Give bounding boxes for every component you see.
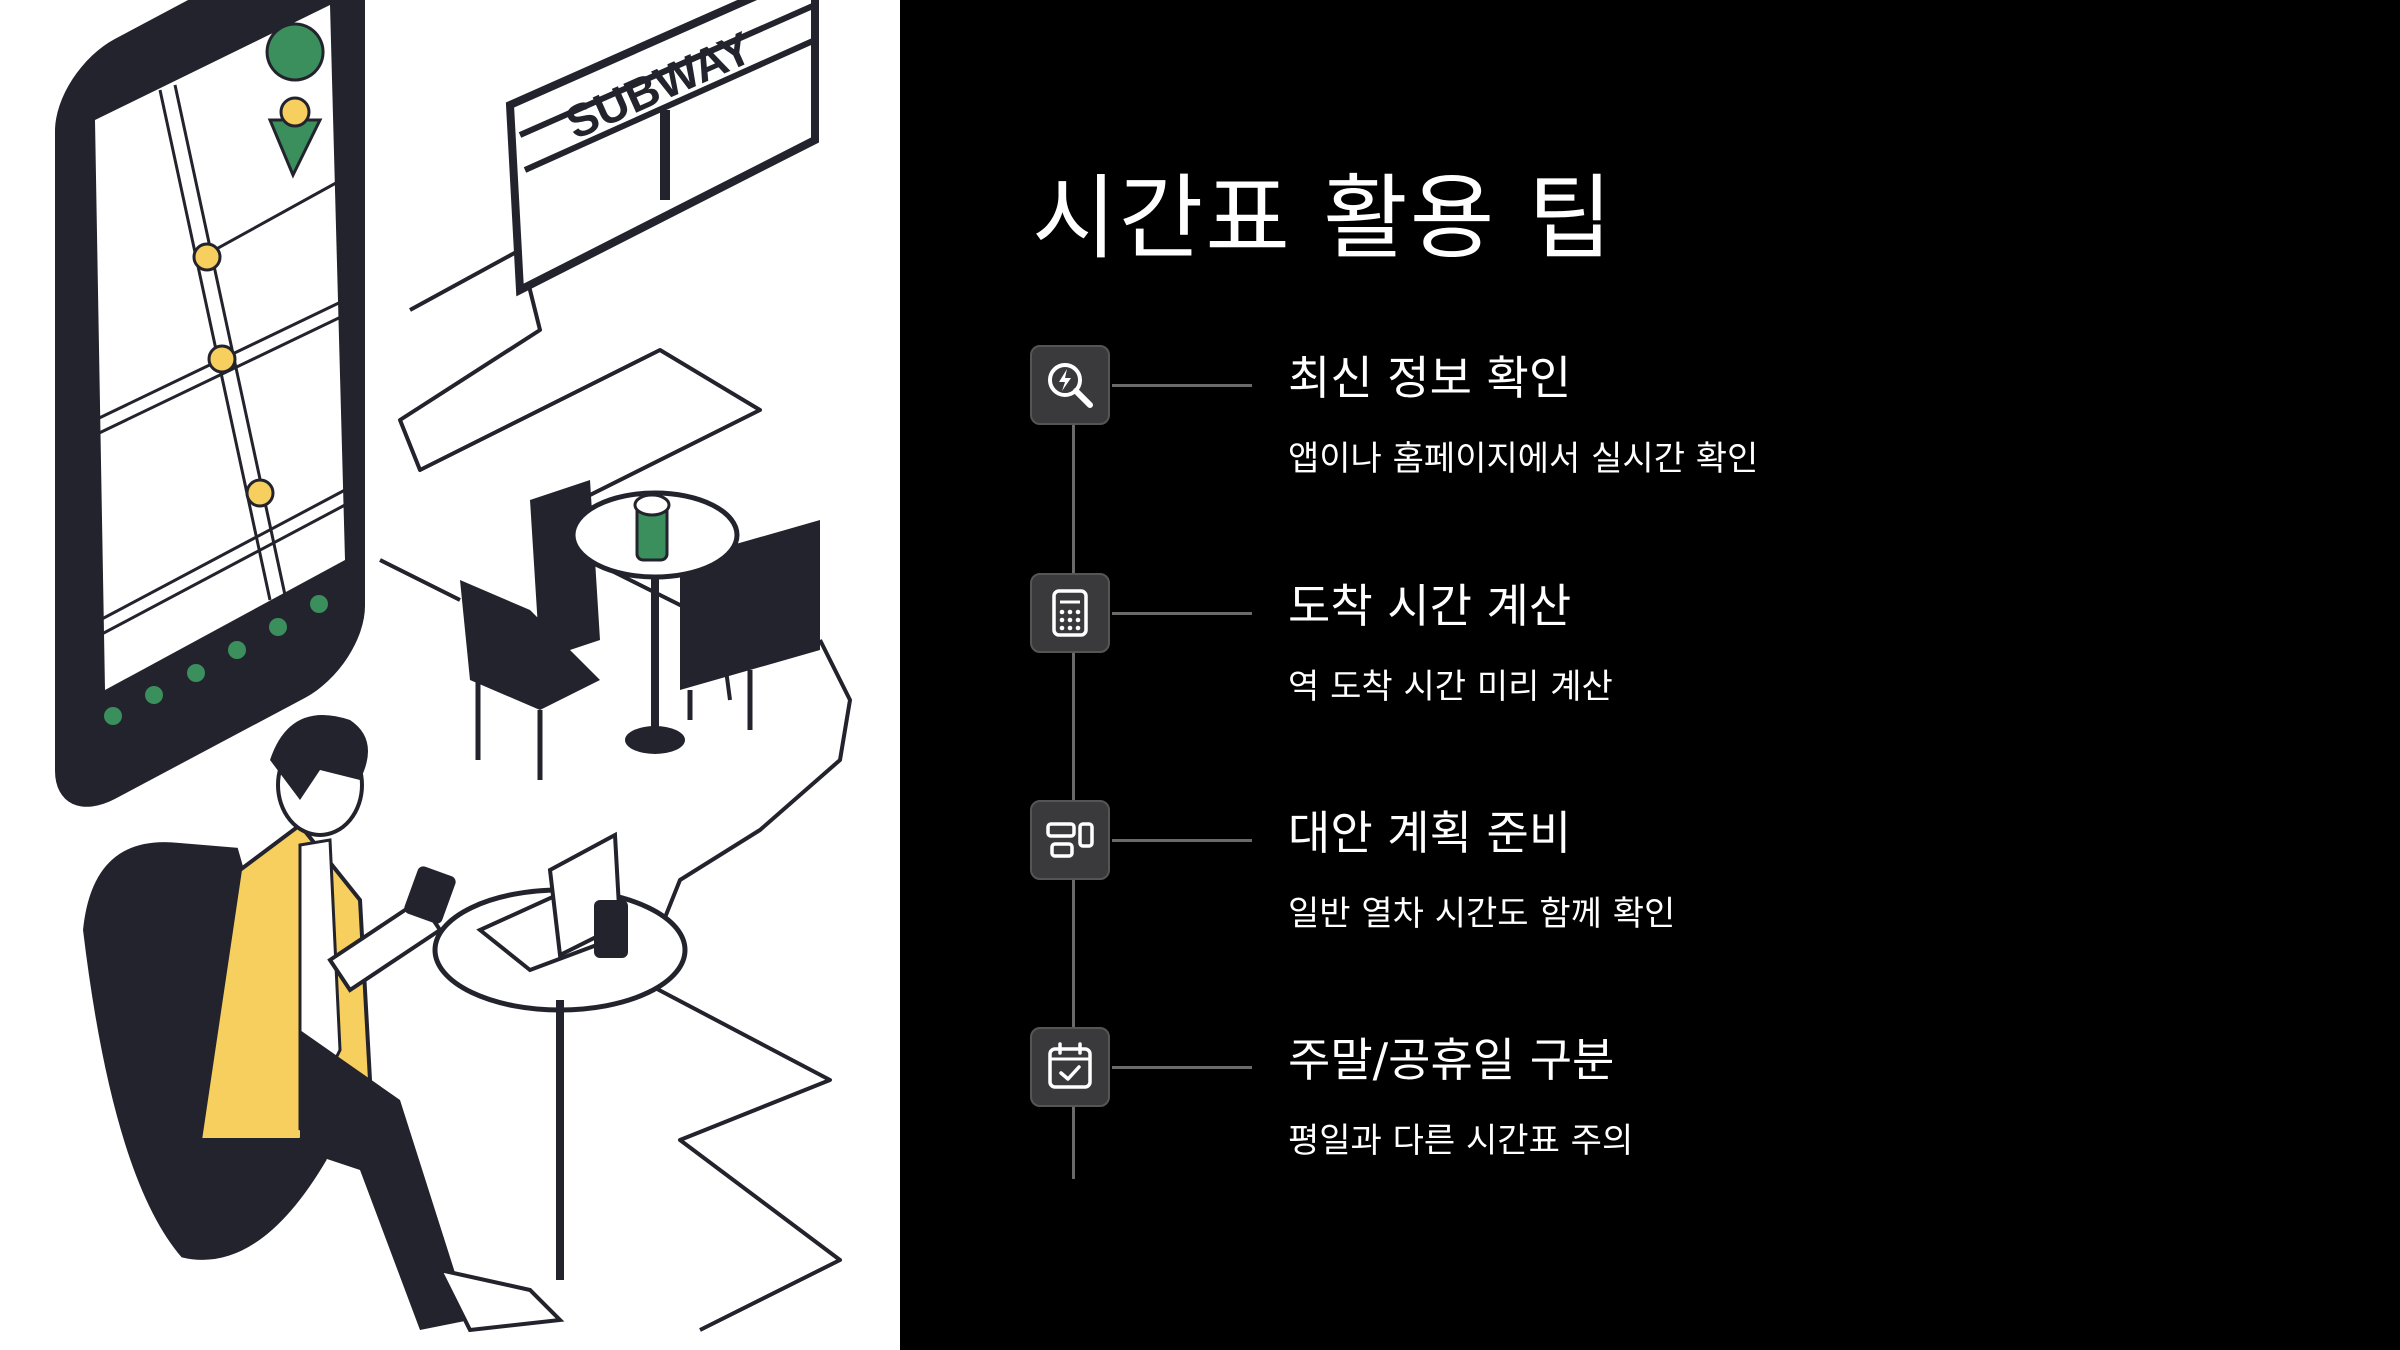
tip-item: 대안 계획 준비 일반 열차 시간도 함께 확인 <box>1030 800 2330 1000</box>
tip-icon-box <box>1030 800 1110 880</box>
tip-connector <box>1112 839 1252 842</box>
tip-title: 최신 정보 확인 <box>1288 351 1572 405</box>
tip-description: 역 도착 시간 미리 계산 <box>1288 667 1613 707</box>
tip-description: 평일과 다른 시간표 주의 <box>1288 1121 1634 1161</box>
tip-description: 앱이나 홈페이지에서 실시간 확인 <box>1288 439 1759 479</box>
timeline-line <box>1072 384 1075 1179</box>
tip-item: 주말/공휴일 구분 평일과 다른 시간표 주의 <box>1030 1027 2330 1227</box>
tips-panel: 시간표 활용 팁 최신 정보 확인 앱이나 홈페이지에서 실시간 확인 도 <box>900 0 2400 1350</box>
tip-title: 주말/공휴일 구분 <box>1288 1033 1615 1087</box>
tip-item: 최신 정보 확인 앱이나 홈페이지에서 실시간 확인 <box>1030 345 2330 545</box>
illustration: SUBWAY <box>0 0 900 1350</box>
tip-connector <box>1112 612 1252 615</box>
calendar-check-icon <box>1048 1042 1092 1089</box>
tip-icon-box <box>1030 573 1110 653</box>
phone-map-graphic <box>55 0 365 807</box>
subway-cafe-illustration: SUBWAY <box>55 0 852 1333</box>
tip-title: 도착 시간 계산 <box>1288 579 1572 633</box>
page-title: 시간표 활용 팁 <box>1032 165 1615 272</box>
laptop-table <box>432 831 688 1280</box>
cafe-table-chairs <box>460 480 820 780</box>
tip-icon-box <box>1030 1027 1110 1107</box>
person-armchair <box>76 715 565 1333</box>
tip-connector <box>1112 1066 1252 1069</box>
search-bolt-icon <box>1048 363 1093 408</box>
subway-sign: SUBWAY <box>505 0 819 297</box>
calculator-icon <box>1052 589 1088 637</box>
tip-connector <box>1112 384 1252 387</box>
tip-icon-box <box>1030 345 1110 425</box>
tip-description: 일반 열차 시간도 함께 확인 <box>1288 894 1676 934</box>
alternative-plan-icon <box>1046 822 1094 858</box>
tip-item: 도착 시간 계산 역 도착 시간 미리 계산 <box>1030 573 2330 773</box>
tip-title: 대안 계획 준비 <box>1288 806 1572 860</box>
